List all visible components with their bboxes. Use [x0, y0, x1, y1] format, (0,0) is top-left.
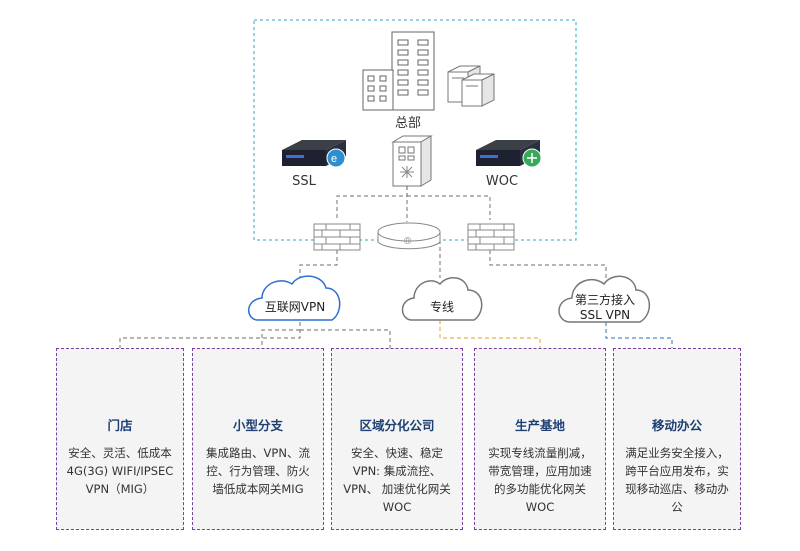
card-desc-line: 集成路由、VPN、流 [206, 446, 310, 460]
svg-text:®: ® [404, 236, 412, 247]
server-icon [447, 65, 495, 107]
card-small-branch: 小型分支 集成路由、VPN、流 控、行为管理、防火 墙低成本网关MIG [192, 348, 324, 530]
cloud-third-party-ssl [558, 275, 650, 323]
card-desc: 满足业务安全接入， 跨平台应用发布，实 现移动巡店、移动办 公 [620, 444, 734, 516]
router-icon: ® [377, 222, 441, 250]
cloud-third-party-label-line2: SSL VPN [579, 308, 631, 322]
card-desc-line: 实现专线流量削减， [488, 446, 592, 460]
ssl-label: SSL [292, 174, 316, 189]
cloud-dedicated-line-label: 专线 [429, 300, 454, 314]
hq-building-icon [362, 31, 435, 111]
card-desc-line: 控、行为管理、防火 [206, 464, 310, 478]
card-desc-line: 4G(3G) WIFI/IPSEC [66, 464, 174, 478]
card-title: 生产基地 [514, 418, 565, 433]
mobile-line [605, 322, 673, 348]
firewall-left-icon [313, 223, 361, 251]
woc-appliance-icon [476, 140, 542, 168]
card-desc-line: 满足业务安全接入， [625, 446, 729, 460]
card-desc-line: WOC [382, 500, 412, 514]
woc-label: WOC [485, 174, 519, 189]
card-title: 移动办公 [651, 418, 702, 433]
core-switch-icon [391, 135, 433, 187]
card-desc-line: 带宽管理，应用加速 [488, 464, 592, 478]
firewall-right-icon [467, 223, 515, 251]
hq-connection-lines [119, 186, 607, 348]
card-desc: 实现专线流量削减， 带宽管理，应用加速 的多功能优化网关 WOC [481, 444, 599, 516]
card-desc-line: 跨平台应用发布，实 [625, 464, 729, 478]
card-desc: 安全、灵活、低成本 4G(3G) WIFI/IPSEC VPN（MIG） [63, 444, 177, 498]
ssl-appliance-icon: e [282, 140, 346, 168]
card-desc-line: 公 [671, 500, 683, 514]
cloud-internet-vpn [248, 275, 341, 321]
card-desc-line: VPN、 加速优化网关 [343, 482, 451, 496]
card-desc-line: WOC [525, 500, 555, 514]
cloud-internet-vpn-label: 互联网VPN [264, 300, 326, 314]
card-title: 门店 [107, 418, 133, 433]
card-desc: 安全、快速、稳定 VPN: 集成流控、 VPN、 加速优化网关 WOC [338, 444, 456, 516]
card-desc-line: 现移动巡店、移动办 [625, 482, 729, 496]
card-regional-company: 区域分化公司 安全、快速、稳定 VPN: 集成流控、 VPN、 加速优化网关 W… [331, 348, 463, 530]
hq-label: 总部 [394, 116, 421, 131]
card-desc: 集成路由、VPN、流 控、行为管理、防火 墙低成本网关MIG [199, 444, 317, 498]
svg-text:e: e [331, 153, 337, 165]
card-desc-line: 的多功能优化网关 [494, 482, 586, 496]
cloud-dedicated-line [401, 277, 483, 321]
card-production-base: 生产基地 实现专线流量削减， 带宽管理，应用加速 的多功能优化网关 WOC [474, 348, 606, 530]
card-mobile-office: 移动办公 满足业务安全接入， 跨平台应用发布，实 现移动巡店、移动办 公 [613, 348, 741, 530]
card-desc-line: 墙低成本网关MIG [212, 482, 304, 496]
card-desc-line: 安全、快速、稳定 [351, 446, 443, 460]
cloud-third-party-label-line1: 第三方接入 [574, 293, 635, 307]
dedicated-line [439, 320, 541, 348]
card-title: 区域分化公司 [359, 418, 435, 433]
card-desc-line: VPN（MIG） [85, 482, 155, 496]
card-store: 门店 安全、灵活、低成本 4G(3G) WIFI/IPSEC VPN（MIG） [56, 348, 184, 530]
cloud-third-party-label: 第三方接入 SSL VPN [560, 293, 650, 323]
card-title: 小型分支 [232, 418, 283, 433]
card-desc-line: VPN: 集成流控、 [352, 464, 442, 478]
card-desc-line: 安全、灵活、低成本 [68, 446, 172, 460]
